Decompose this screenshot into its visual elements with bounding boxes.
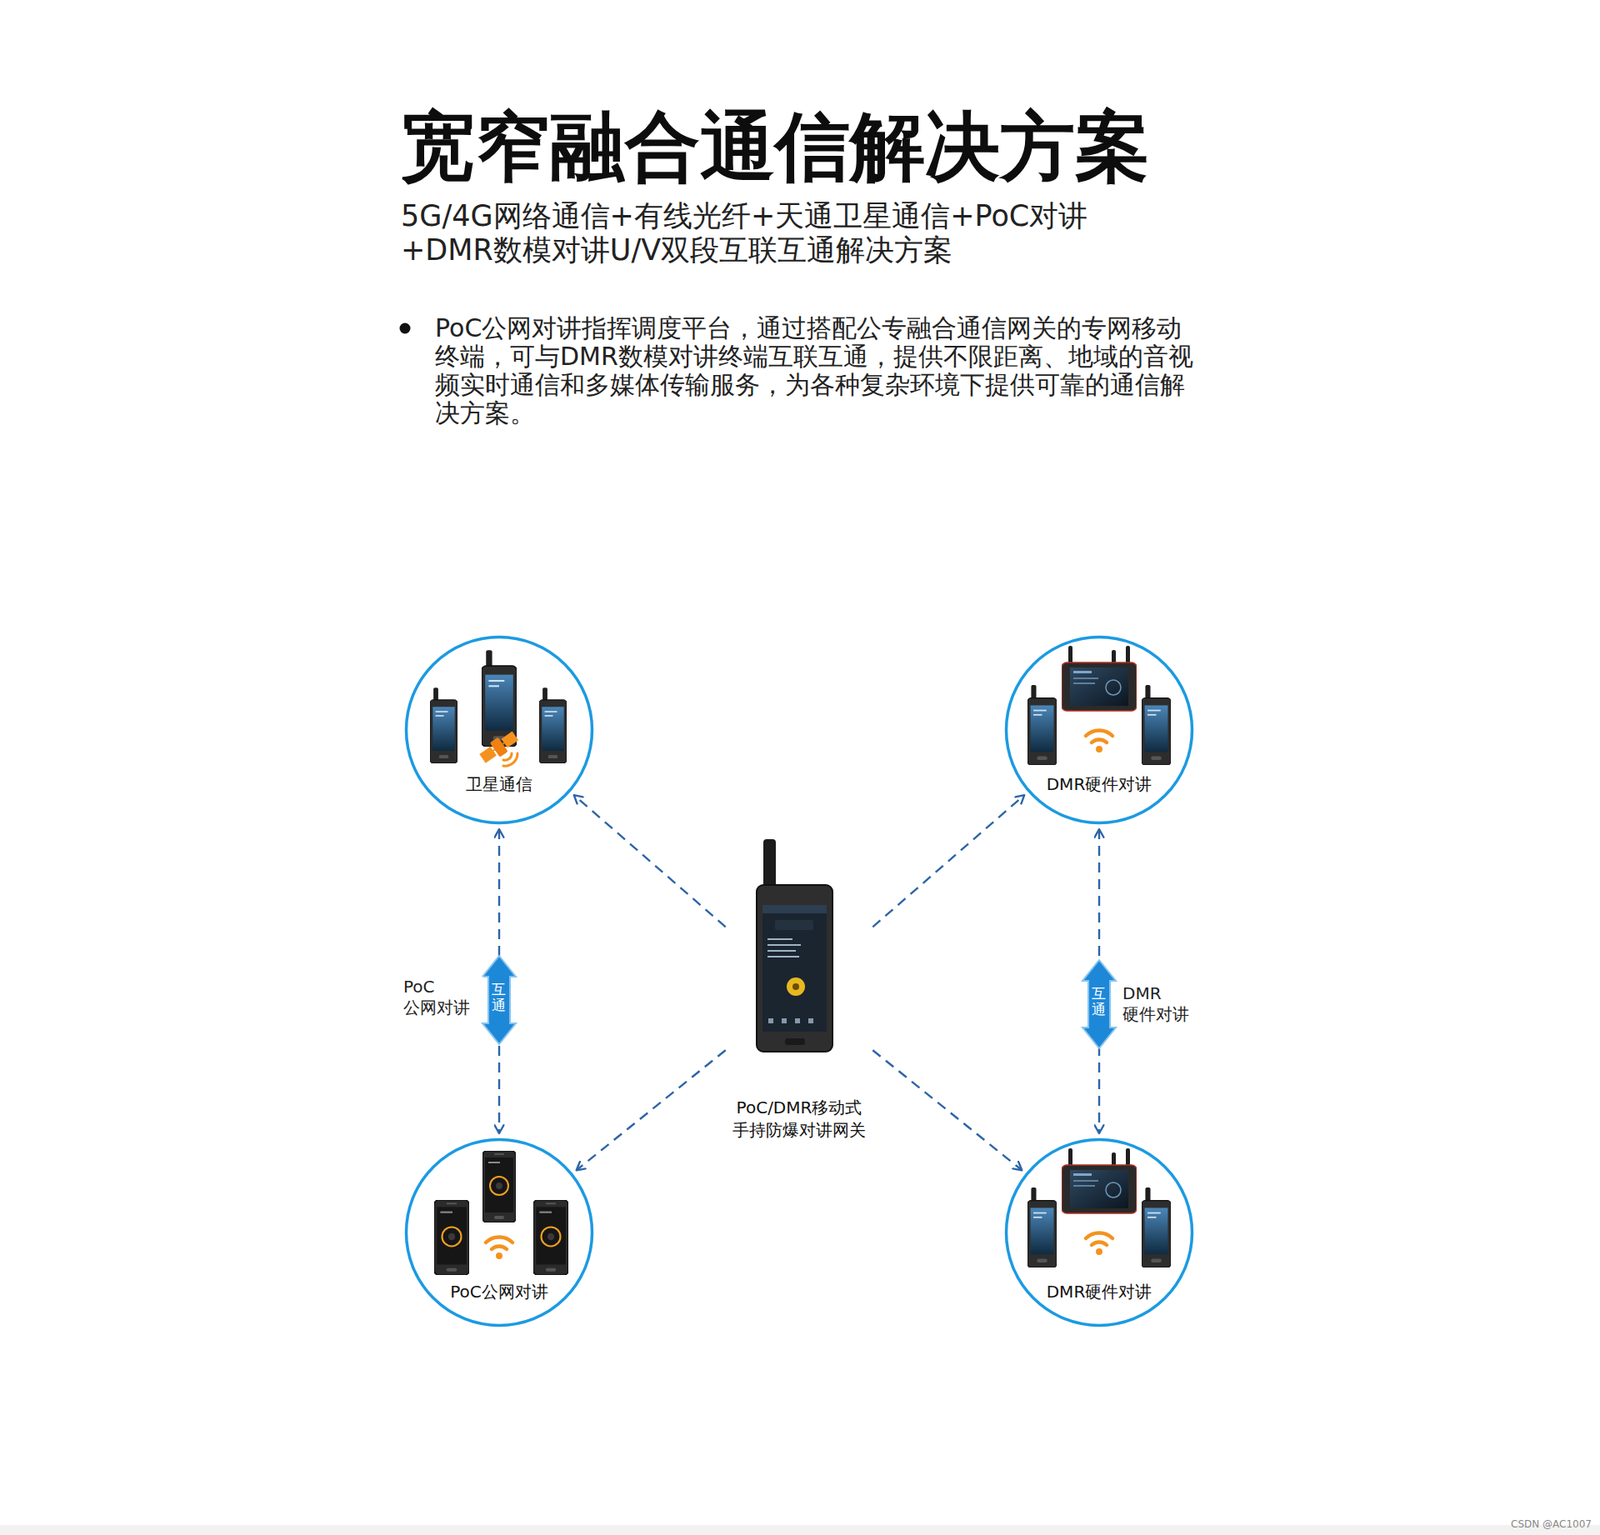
wifi-icon	[485, 1237, 513, 1260]
edge-label: DMR 硬件对讲	[1122, 983, 1203, 1025]
circle-outline	[405, 635, 594, 825]
dmr-radio	[1141, 685, 1171, 765]
circle-outline	[1005, 635, 1194, 825]
circle-label-holder: 卫星通信	[405, 774, 594, 795]
title-block: 宽窄融合通信解决方案	[400, 105, 1234, 190]
subtitle-wrap: 5G/4G网络通信+有线光纤+天通卫星通信+PoC对讲 +DMR数模对讲U/V双…	[400, 199, 1218, 268]
circle-border	[406, 1140, 593, 1326]
wifi-icon	[1085, 730, 1113, 753]
terminal-group-circle: DMR硬件对讲	[1005, 635, 1194, 825]
circle-label-holder: DMR硬件对讲	[1005, 774, 1194, 795]
gateway-label: PoC/DMR移动式 手持防爆对讲网关	[727, 1096, 871, 1142]
circle-label-holder: DMR硬件对讲	[1005, 1281, 1194, 1302]
circle-border	[1006, 1140, 1193, 1326]
edge-label-wrap: PoC 公网对讲	[403, 976, 484, 1019]
page-title: 宽窄融合通信解决方案	[400, 105, 1234, 190]
watermark-wrap: CSDN @AC1007	[1466, 1518, 1592, 1530]
terminal-group-circle: 卫星通信	[405, 635, 594, 825]
satellite-phone	[539, 687, 567, 764]
terminal-group-circle: DMR硬件对讲	[1005, 1138, 1194, 1327]
dashed-connector	[576, 1050, 726, 1170]
satellite-icon	[477, 728, 520, 766]
edge-label-wrap: DMR 硬件对讲	[1122, 983, 1203, 1025]
watermark: CSDN @AC1007	[1466, 1518, 1592, 1530]
poc-phone	[482, 1150, 516, 1223]
double-arrow	[482, 955, 516, 1045]
dashed-connector	[1098, 829, 1100, 1134]
wifi-icon	[1085, 1233, 1113, 1255]
double-arrow	[1082, 960, 1116, 1049]
dashed-connector	[574, 795, 726, 927]
circle-border	[406, 637, 593, 824]
dashed-connector	[872, 795, 1025, 927]
dmr-base-station	[1061, 645, 1137, 711]
interop-tag-wrap: 互通	[1091, 985, 1106, 1017]
gateway-label-holder: PoC/DMR移动式 手持防爆对讲网关	[727, 1096, 871, 1142]
circle-label: PoC公网对讲	[450, 1281, 549, 1302]
interop-tag-wrap: 互通	[491, 981, 506, 1013]
description-paragraph: PoC公网对讲指挥调度平台，通过搭配公专融合通信网关的专网移动终端，可与DMR数…	[435, 314, 1200, 428]
circle-label: DMR硬件对讲	[1046, 1281, 1153, 1302]
satellite-phone	[430, 687, 458, 764]
interop-tag: 互通	[1091, 985, 1106, 1017]
subtitle: 5G/4G网络通信+有线光纤+天通卫星通信+PoC对讲 +DMR数模对讲U/V双…	[400, 199, 1218, 268]
dmr-radio	[1027, 685, 1057, 765]
bullet-dot	[400, 323, 411, 335]
circle-label-holder: PoC公网对讲	[405, 1281, 594, 1302]
dmr-radio	[1027, 1187, 1057, 1268]
poc-phone	[434, 1200, 470, 1275]
footer-band	[0, 1525, 1600, 1535]
interop-tag: 互通	[491, 981, 506, 1013]
gateway-device	[756, 839, 833, 1052]
description-paragraph-wrap: PoC公网对讲指挥调度平台，通过搭配公专融合通信网关的专网移动终端，可与DMR数…	[435, 314, 1200, 428]
circle-border	[1006, 637, 1193, 824]
circle-label: DMR硬件对讲	[1046, 774, 1153, 795]
terminal-group-circle: PoC公网对讲	[405, 1138, 594, 1327]
poc-phone	[533, 1200, 569, 1275]
satellite-phone	[481, 650, 517, 747]
dmr-radio	[1141, 1187, 1171, 1268]
dashed-connector	[872, 1050, 1022, 1170]
dmr-base-station	[1061, 1148, 1137, 1214]
gateway-node: PoC/DMR移动式 手持防爆对讲网关	[727, 836, 871, 1145]
circle-label: 卫星通信	[465, 774, 533, 795]
edge-label: PoC 公网对讲	[403, 976, 484, 1019]
